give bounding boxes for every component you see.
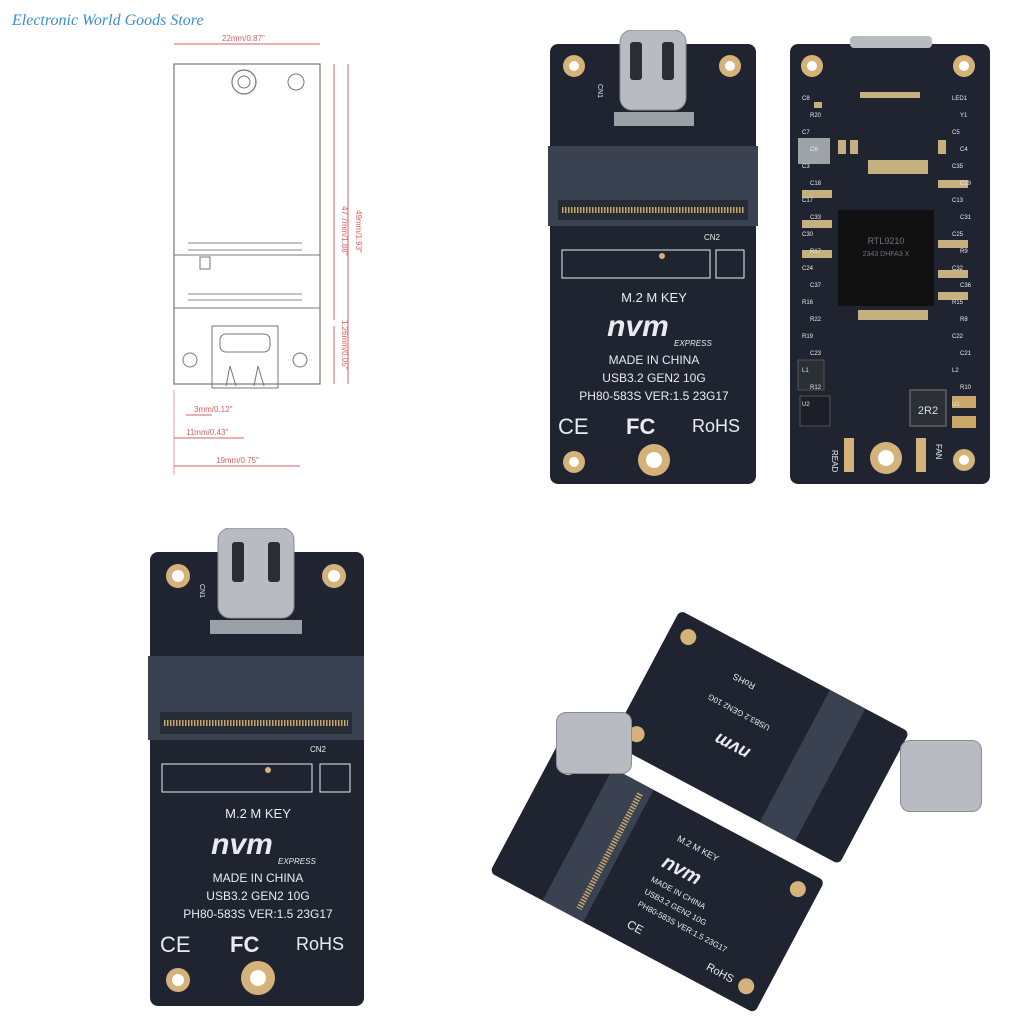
component-label: C25	[952, 232, 964, 238]
usb-spec-label-large: USB3.2 GEN2 10G	[206, 889, 309, 903]
component-label: C6	[810, 147, 818, 153]
component-label: C5	[952, 130, 960, 136]
component-label: R19	[802, 334, 814, 340]
inductor-l2	[909, 389, 947, 427]
component-label: C8	[802, 96, 810, 102]
component-label: R22	[810, 317, 822, 323]
m2-key-label-large: M.2 M KEY	[225, 806, 291, 821]
cn2-label: CN2	[704, 233, 721, 242]
component-label: C18	[810, 181, 822, 187]
component-label: C32	[952, 266, 964, 272]
component-label: LED1	[952, 96, 968, 102]
usb-c-port-large	[210, 528, 302, 634]
chip-model: RTL9210	[868, 236, 905, 246]
fc-mark: FC	[626, 414, 655, 439]
component-label: C33	[810, 215, 822, 221]
dim-height-inner: 47.7mm/1.88"	[340, 206, 349, 256]
usb-c-port-angled-back	[900, 740, 982, 812]
component-label: C24	[802, 266, 814, 272]
rohs-mark-large: RoHS	[296, 934, 344, 954]
cn2-label-large: CN2	[310, 745, 327, 754]
component-label: C7	[802, 130, 810, 136]
angled-front-ce: CE	[625, 917, 646, 937]
cn1-label: CN1	[596, 84, 603, 98]
component-label: R16	[802, 300, 814, 306]
component-label: C21	[960, 351, 972, 357]
model-label: PH80-583S VER:1.5 23G17	[579, 389, 729, 403]
component-label: C4	[960, 147, 968, 153]
component-label: C13	[952, 198, 964, 204]
component-label: R12	[810, 385, 822, 391]
pin-row-bottom	[188, 293, 302, 301]
pin-row-top	[188, 242, 302, 251]
dim-height-total: 49mm/1.93"	[354, 210, 363, 253]
nvm-logo-large: nvm	[211, 828, 273, 861]
fc-mark-large: FC	[230, 932, 259, 957]
nvm-logo-sub: EXPRESS	[674, 339, 712, 348]
component-label: U2	[802, 402, 810, 408]
ce-mark-large: CE	[160, 932, 191, 957]
component-label: R15	[952, 300, 964, 306]
m2-key-label: M.2 M KEY	[621, 290, 687, 305]
nvm-logo: nvm	[607, 310, 669, 343]
made-in-label: MADE IN CHINA	[609, 353, 700, 367]
component-label: C36	[960, 283, 972, 289]
fan-label: FAN	[934, 444, 943, 460]
back-board: RTL9210 2343 DHFA3 X 2R2 READ FAN C8 LED1…	[790, 36, 990, 484]
model-label-large: PH80-583S VER:1.5 23G17	[183, 907, 333, 921]
component-label: C19	[960, 181, 972, 187]
led-and-passives	[802, 92, 968, 320]
component-label: U1	[952, 402, 960, 408]
rohs-mark: RoHS	[692, 416, 740, 436]
component-label: C31	[960, 215, 972, 221]
dimension-drawing: 22mm/0.87" 49mm/1.93" 47.7mm/1.88" 1.26m…	[173, 34, 363, 475]
usb-c-port-angled-front	[556, 712, 632, 774]
inductor-l1	[797, 359, 825, 391]
component-label: C3	[802, 164, 810, 170]
crystal-y1	[798, 138, 830, 164]
front-board-top: CN1 CN2 M.2 M KEY nvm EXPRESS MADE IN CH…	[548, 30, 758, 484]
component-label: Y1	[960, 113, 968, 119]
inductor-value: 2R2	[918, 405, 938, 417]
m2-key-marker	[561, 249, 745, 279]
dim-height-small: 1.26mm/0.05"	[340, 320, 349, 370]
dim-offset-3: 3mm/0.12"	[194, 405, 233, 414]
front-board-large: CN1 CN2 M.2 M KEY nvm EXPRESS MADE IN CH…	[148, 528, 364, 1006]
ce-mark: CE	[558, 414, 589, 439]
cn1-label-large: CN1	[198, 584, 205, 598]
component-label: C30	[802, 232, 814, 238]
component-label: L1	[802, 368, 809, 374]
angled-board-back: RoHS USB3.2 GEN2 10G nvm	[610, 610, 910, 865]
component-label: R10	[960, 385, 972, 391]
nvm-logo-sub-large: EXPRESS	[278, 857, 316, 866]
component-label: C23	[810, 351, 822, 357]
m2-slot	[548, 146, 758, 226]
dim-offset-19: 19mm/0.75"	[216, 456, 259, 465]
component-label: R8	[960, 317, 968, 323]
component-label: R20	[810, 113, 822, 119]
dim-width-top: 22mm/0.87"	[222, 34, 265, 43]
component-label: L2	[952, 368, 959, 374]
usb-c-shell-back	[850, 36, 932, 48]
component-label: C22	[952, 334, 964, 340]
chip-code: 2343 DHFA3 X	[863, 251, 910, 258]
made-in-label-large: MADE IN CHINA	[213, 871, 304, 885]
dim-offset-11: 11mm/0.43"	[186, 428, 228, 437]
angled-board-front: M.2 M KEY nvm MADE IN CHINA USB3.2 GEN2 …	[490, 740, 825, 1013]
component-label: R17	[810, 249, 822, 255]
component-label: C17	[802, 198, 814, 204]
component-label: C37	[810, 283, 822, 289]
controller-chip: RTL9210 2343 DHFA3 X	[838, 210, 934, 306]
store-watermark: Electronic World Goods Store	[12, 12, 204, 29]
read-label: READ	[830, 450, 839, 472]
usb-c-port	[614, 30, 694, 126]
component-label: C35	[952, 164, 964, 170]
usb-spec-label: USB3.2 GEN2 10G	[602, 371, 705, 385]
component-label: R9	[960, 249, 968, 255]
